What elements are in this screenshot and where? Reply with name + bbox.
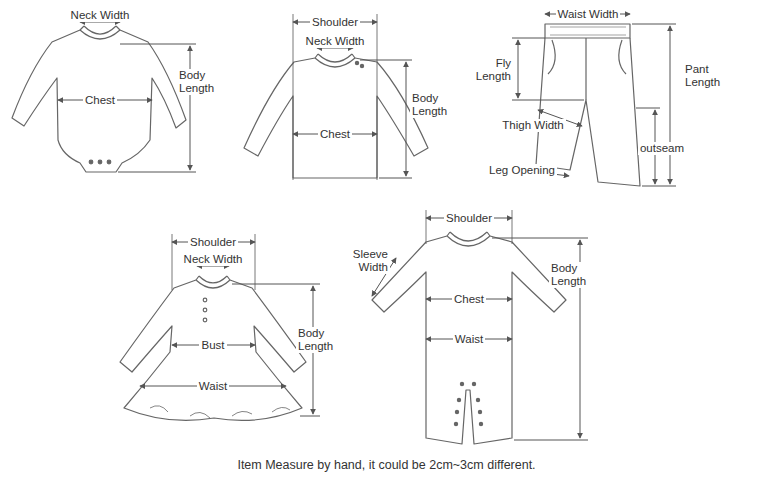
measure-label: Chest <box>318 128 352 141</box>
measure-label: outseam <box>638 142 686 155</box>
measure-label: Fly Length <box>465 57 513 83</box>
measure-label: Neck Width <box>69 9 132 22</box>
measure-label: Bust <box>199 339 226 352</box>
measure-label: Body Length <box>296 327 346 353</box>
measure-label: Leg Opening <box>487 164 557 177</box>
measure-label: Chest <box>452 293 486 306</box>
measure-label: Chest <box>83 94 117 107</box>
measure-label: Body Length <box>549 262 599 288</box>
measure-label: Pant Length <box>683 63 733 89</box>
pants-outline <box>536 24 640 186</box>
measure-label: Sleeve Width <box>342 248 390 274</box>
measure-label: Waist <box>453 333 485 346</box>
measure-label: Neck Width <box>182 253 245 266</box>
measure-label: Shoulder <box>444 212 494 225</box>
measure-label: Waist Width <box>556 8 621 21</box>
top-outline <box>244 54 428 178</box>
measure-label: Body Length <box>410 92 460 118</box>
measure-label: Shoulder <box>188 236 238 249</box>
caption: Item Measure by hand, it could be 2cm~3c… <box>0 458 773 472</box>
measure-label: Waist <box>197 380 229 393</box>
measure-label: Shoulder <box>310 16 360 29</box>
bodysuit-outline <box>12 26 186 172</box>
romper-outline <box>372 232 566 444</box>
measure-label: Neck Width <box>304 35 367 48</box>
measure-label: Thigh Width <box>500 119 565 132</box>
measure-label: Body Length <box>177 69 227 95</box>
dress-outline <box>120 276 306 420</box>
